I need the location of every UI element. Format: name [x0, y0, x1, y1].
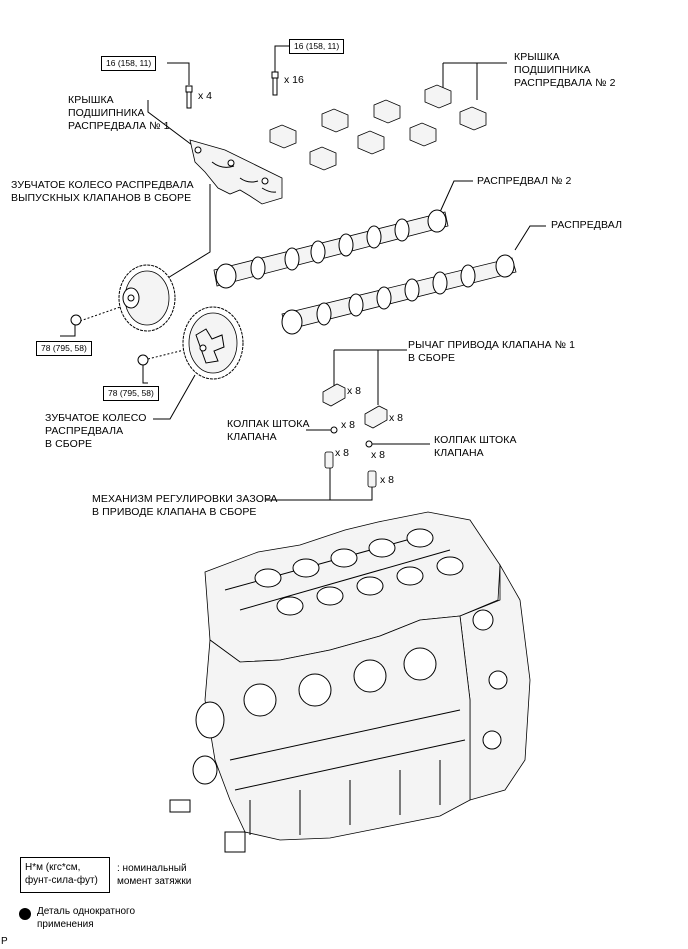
torque-box-sprocket-bolt: 78 (795, 58): [103, 386, 159, 401]
sprocket-bolt: [137, 354, 149, 366]
qty-lash-right: x 8: [380, 474, 395, 486]
qty-rocker-left: x 8: [347, 385, 362, 397]
rocker-arm-right: [364, 405, 388, 429]
single-use-part-icon: [19, 908, 31, 920]
camshaft-2: [213, 209, 449, 289]
label-bearing-cap-2: КРЫШКА ПОДШИПНИКА РАСПРЕДВАЛА № 2: [514, 51, 616, 89]
label-bearing-cap-1: КРЫШКА ПОДШИПНИКА РАСПРЕДВАЛА № 1: [68, 94, 170, 132]
engine-block: [169, 511, 531, 853]
qty-valve-cap-left: x 8: [341, 419, 356, 431]
qty-lash-left: x 8: [335, 447, 350, 459]
camshaft-sprocket: [182, 306, 244, 380]
label-rocker-arm: РЫЧАГ ПРИВОДА КЛАПАНА № 1 В СБОРЕ: [408, 339, 576, 364]
label-valve-stem-cap-left: КОЛПАК ШТОКА КЛАПАНА: [227, 418, 310, 443]
corner-mark: P: [1, 936, 8, 947]
leader-lines: [60, 45, 546, 501]
legend-single-use: Деталь однократного применения: [37, 906, 136, 930]
qty-valve-cap-right: x 8: [371, 449, 386, 461]
rocker-arm-left: [322, 383, 346, 407]
cap-2-bolt: [271, 71, 279, 96]
legend-torque-units: Н*м (кгс*см, фунт-сила-фут): [20, 857, 110, 893]
label-valve-stem-cap-right: КОЛПАК ШТОКА КЛАПАНА: [434, 434, 517, 459]
torque-box-cap-2-bolt: 16 (158, 11): [289, 39, 345, 54]
torque-box-exhaust-sprocket-bolt: 78 (795, 58): [36, 341, 92, 356]
legend-torque-description: : номинальный момент затяжки: [117, 863, 192, 887]
valve-stem-cap-right: [365, 440, 373, 448]
torque-box-cap-1-bolt: 16 (158, 11): [101, 56, 157, 71]
bearing-caps-2: [269, 84, 487, 171]
cap-1-bolt: [185, 85, 193, 109]
exhaust-camshaft-sprocket: [118, 264, 176, 332]
lash-adjuster-left: [324, 451, 334, 469]
lash-adjuster-right: [367, 470, 377, 488]
label-exhaust-camshaft-sprocket: ЗУБЧАТОЕ КОЛЕСО РАСПРЕДВАЛА ВЫПУСКНЫХ КЛ…: [11, 179, 194, 204]
exhaust-sprocket-bolt: [70, 314, 82, 326]
bearing-cap-1: [189, 139, 283, 205]
label-camshaft-2: РАСПРЕДВАЛ № 2: [477, 175, 572, 187]
qty-cap-2-bolts: x 16: [284, 74, 304, 86]
label-camshaft: РАСПРЕДВАЛ: [551, 219, 623, 231]
camshaft: [281, 254, 517, 335]
qty-cap-1-bolts: x 4: [198, 90, 213, 102]
label-lash-adjuster: МЕХАНИЗМ РЕГУЛИРОВКИ ЗАЗОРА В ПРИВОДЕ КЛ…: [92, 493, 278, 518]
valve-stem-cap-left: [330, 426, 338, 434]
qty-rocker-right: x 8: [389, 412, 404, 424]
label-camshaft-sprocket: ЗУБЧАТОЕ КОЛЕСО РАСПРЕДВАЛА В СБОРЕ: [45, 412, 147, 450]
